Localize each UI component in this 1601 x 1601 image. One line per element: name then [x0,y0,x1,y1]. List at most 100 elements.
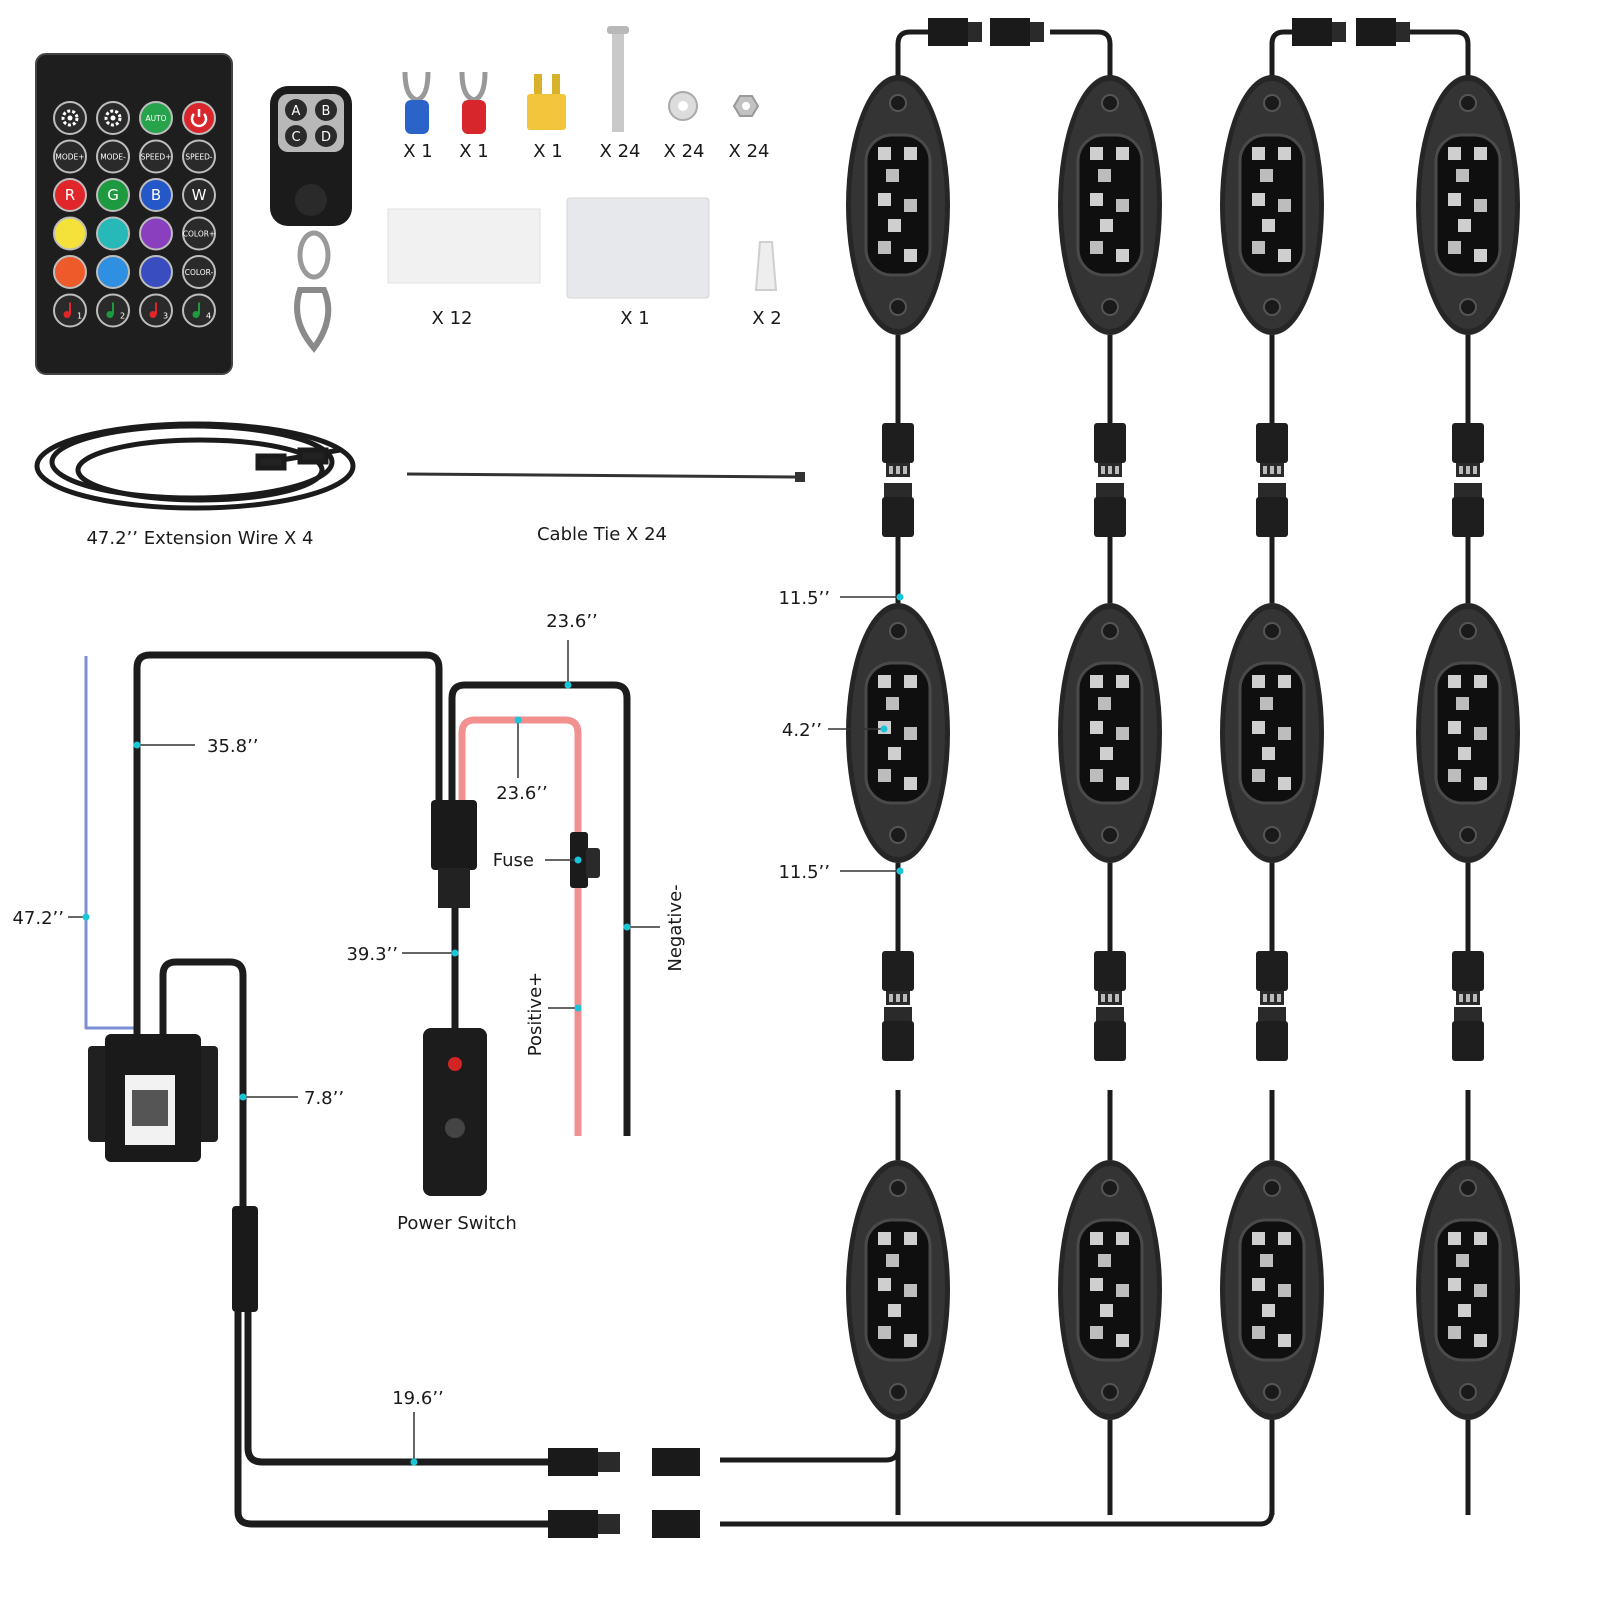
remote-button-4-3: COLOR- [182,255,216,289]
rgb-rock-light-pod [844,601,952,865]
remote-button-5-1: 2 [96,293,130,328]
keyfob-button-d: D [315,125,337,147]
rgb-rock-light-pod [1056,1158,1164,1422]
music-mode-number: 2 [120,312,125,321]
pod-grid [652,18,1522,1538]
remote-button-1-0: MODE+ [53,139,87,174]
remote-button-label: G [107,186,119,204]
qty-label-fuse: X 1 [533,141,563,162]
qty-label-red-fork-terminal: X 1 [459,141,489,162]
washer-icon [668,91,698,121]
pod-plug-connector [1256,423,1288,477]
pod-dimensions [828,593,904,875]
pod-top-lead-label: 11.5’’ [778,588,830,609]
switch-wire-length-label: 39.3’’ [346,944,398,965]
keyfob-button-a: A [285,99,307,121]
extension-wire-coil [34,421,356,511]
rgb-rock-light-pod [1414,1158,1522,1422]
pod-plug-connector [882,951,914,1005]
qty-label-screw: X 24 [600,141,641,162]
pod-bottom-lead-label: 11.5’’ [778,862,830,883]
positive-label: Positive+ [525,972,546,1056]
wire-connector-icon [754,241,778,291]
screw-icon [607,26,629,132]
remote-button-label: COLOR- [185,268,214,277]
remote-button-0-0 [53,101,87,135]
pod-plug-connector [1452,423,1484,477]
fuse-icon [527,74,566,130]
pod-socket-connector [1094,1007,1126,1061]
remote-button-1-1: MODE- [96,139,130,174]
remote-button-2-3: W [182,178,216,212]
fuse-label: Fuse [493,850,534,871]
pod-plug-connector [1256,951,1288,1005]
gear-icon [61,109,79,127]
remote-button-0-3 [182,101,216,135]
pod-input-connector [652,1510,700,1538]
cable-tie-icon [406,472,805,482]
pod-plug-connector [882,423,914,477]
rgb-rock-light-pod [1218,601,1326,865]
qty-label-adhesive-pad: X 12 [432,308,473,329]
remote-button-1-2: SPEED+ [139,139,173,174]
rgb-rock-light-pod [1414,601,1522,865]
remote-button-5-3: 4 [182,293,216,328]
pod-link-connector [1292,18,1346,46]
music-mode-number: 4 [206,312,211,321]
remote-button-label: R [65,186,75,204]
extension-wire-label: 47.2’’ Extension Wire X 4 [86,528,313,549]
pod-length-label: 4.2’’ [782,720,822,741]
remote-button-4-0 [53,255,87,289]
pod-socket-connector [1094,483,1126,537]
output-wire-length-label: 7.8’’ [304,1088,344,1109]
bluetooth-controller-box [88,1034,218,1162]
qty-label-washer: X 24 [664,141,705,162]
music-note-icon [149,302,157,318]
rgb-rock-light-pod [1414,73,1522,337]
pod-plug-connector [1094,951,1126,1005]
pod-socket-connector [1452,483,1484,537]
rgb-rock-light-pod [1218,73,1326,337]
pod-socket-connector [882,483,914,537]
remote-button-4-2 [139,255,173,289]
controller-wire-length-label: 35.8’’ [207,736,259,757]
pod-link-connector [990,18,1044,46]
remote-button-3-0 [53,216,87,251]
rgb-rock-light-pod [1056,601,1164,865]
remote-button-label: MODE- [100,153,126,162]
remote-button-2-1: G [96,178,130,212]
power-plug [431,800,477,908]
pod-input-connector [652,1448,700,1476]
output-connector-2 [548,1510,620,1538]
pod-socket-connector [882,1007,914,1061]
negative-wire-length-label: 23.6’’ [546,611,598,632]
remote-button-1-3: SPEED- [182,139,216,174]
qty-label-blue-fork-terminal: X 1 [403,141,433,162]
remote-button-2-0: R [53,178,87,212]
keyfob-button-b: B [315,99,337,121]
svg-text:C: C [291,130,300,145]
remote-button-label: B [151,186,161,204]
negative-label: Negative- [665,884,686,971]
power-switch-label: Power Switch [397,1213,517,1234]
pod-link-connector [1356,18,1410,46]
pod-plug-connector [1094,423,1126,477]
remote-button-label: W [192,186,207,204]
positive-wire-length-label: 23.6’’ [496,783,548,804]
rgb-rock-light-pod [1218,1158,1326,1422]
nut-icon [732,95,760,117]
remote-button-label: MODE+ [55,153,84,162]
remote-button-label: COLOR+ [183,230,215,239]
cleaning-card-icon [566,197,710,299]
remote-button-0-2: AUTO [139,101,173,135]
qty-label-nut: X 24 [729,141,770,162]
rgb-rock-light-pod [844,1158,952,1422]
power-switch-box [423,1028,487,1196]
svg-text:D: D [321,130,331,145]
music-mode-number: 1 [77,312,82,321]
remote-button-3-3: COLOR+ [182,216,216,251]
remote-button-3-2 [139,216,173,251]
pod-plug-connector [1452,951,1484,1005]
pod-socket-connector [1256,483,1288,537]
